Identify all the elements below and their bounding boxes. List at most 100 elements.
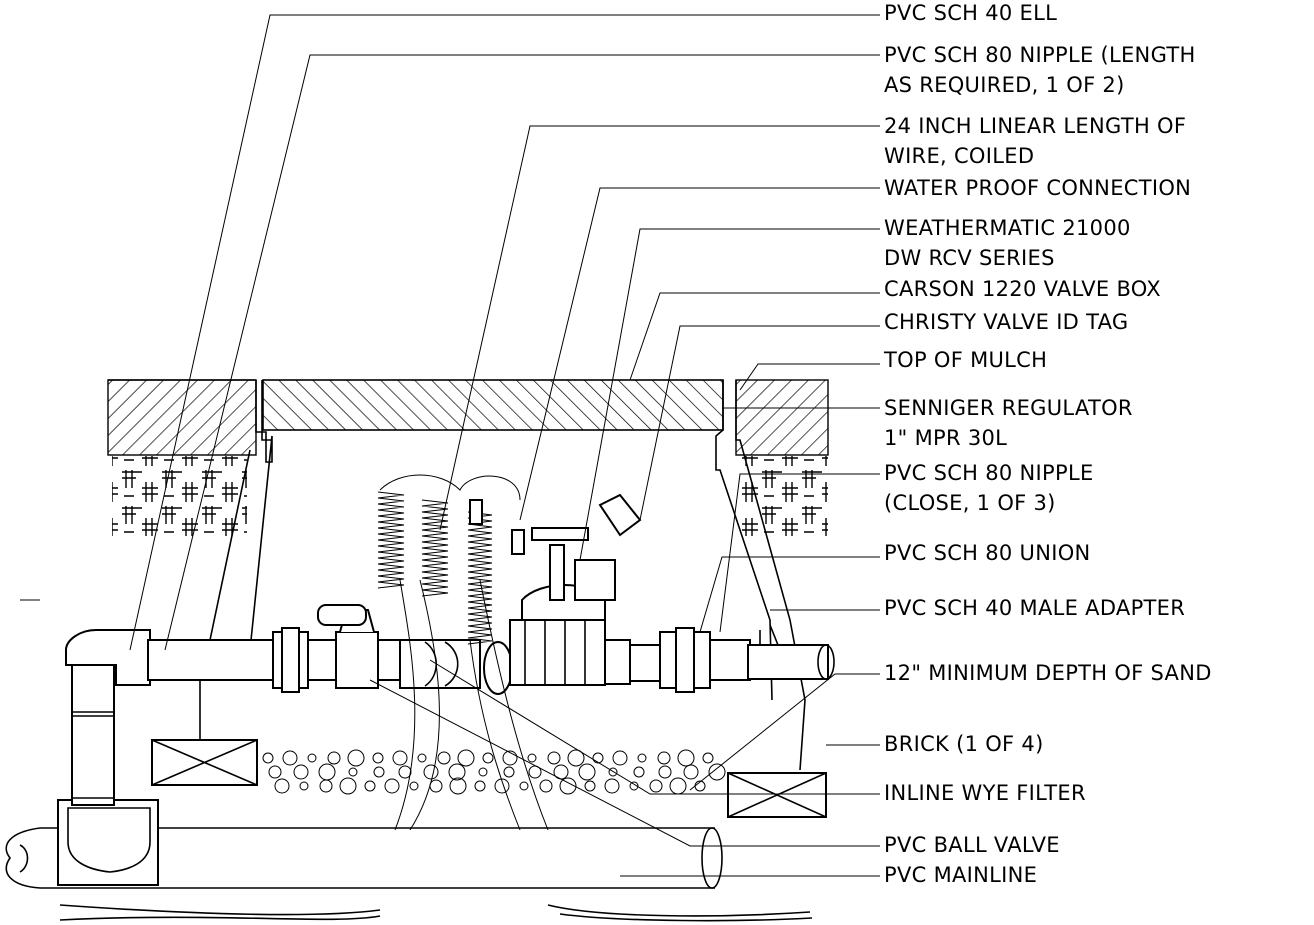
callout-label: PVC SCH 40 MALE ADAPTER xyxy=(884,596,1185,620)
valve-box xyxy=(199,379,806,771)
gravel-stone xyxy=(307,753,317,763)
callout-label: PVC SCH 80 NIPPLE (LENGTH xyxy=(884,43,1196,67)
callout-leader xyxy=(639,325,880,521)
gravel-stone xyxy=(592,752,604,764)
gravel-stone xyxy=(657,751,671,765)
callout-label: BRICK (1 OF 4) xyxy=(884,732,1044,756)
gravel-stone xyxy=(708,763,726,781)
callout-label: INLINE WYE FILTER xyxy=(884,781,1086,805)
callout-label: PVC SCH 40 ELL xyxy=(884,1,1057,25)
gravel-stone xyxy=(262,752,274,764)
gravel-stone xyxy=(629,781,639,791)
gravel-stone xyxy=(384,778,400,794)
gravel-stone xyxy=(318,763,336,781)
gravel-stone xyxy=(527,753,537,763)
callout-leader xyxy=(129,14,880,651)
gravel-stone xyxy=(502,750,518,766)
gravel-stone xyxy=(364,780,376,792)
callout-label: PVC SCH 80 NIPPLE xyxy=(884,461,1094,485)
gravel-stone xyxy=(702,752,714,764)
gravel-stone xyxy=(429,779,443,793)
callout-label: 24 INCH LINEAR LENGTH OF xyxy=(884,114,1186,138)
gravel-stone xyxy=(274,778,290,794)
callout-label: DW RCV SERIES xyxy=(884,246,1055,270)
gravel-stone xyxy=(319,779,333,793)
gravel-stone xyxy=(347,749,365,767)
callout-group: PVC SCH 40 ELL PVC SCH 80 NIPPLE (LENGTH A… xyxy=(129,1,1212,887)
brick-left xyxy=(151,739,258,786)
gravel-stone xyxy=(457,749,475,767)
coiled-wires xyxy=(377,474,642,831)
callout-leader xyxy=(689,673,880,791)
gravel-stone xyxy=(348,767,358,777)
gravel-stone xyxy=(423,764,439,780)
gravel-stone xyxy=(478,767,488,777)
gravel-stone xyxy=(608,767,618,777)
gravel-stone xyxy=(339,777,357,795)
callout-leader xyxy=(699,556,880,633)
gravel-stone xyxy=(503,766,515,778)
callout-leader xyxy=(164,54,880,651)
callout-label: 12" MINIMUM DEPTH OF SAND xyxy=(884,661,1212,685)
callout-label: WEATHERMATIC 21000 xyxy=(884,216,1131,240)
callout-leader xyxy=(429,659,880,795)
gravel-stone xyxy=(584,780,596,792)
gravel-stone xyxy=(683,764,699,780)
gravel-stone xyxy=(449,777,467,795)
callout-leader xyxy=(369,679,880,847)
gravel-stone xyxy=(448,763,466,781)
pvc-mainline xyxy=(5,599,813,922)
callout-label: TOP OF MULCH xyxy=(883,348,1047,372)
soil-left xyxy=(112,456,247,536)
callout-label: SENNIGER REGULATOR xyxy=(884,396,1133,420)
brick-right xyxy=(727,772,827,818)
gravel-stone xyxy=(604,778,620,794)
gravel-bed xyxy=(262,749,726,795)
gravel-stone xyxy=(373,766,385,778)
callout-leader xyxy=(579,228,880,561)
gravel-stone xyxy=(519,781,529,791)
callout-leader xyxy=(739,363,880,391)
gravel-stone xyxy=(392,750,408,766)
gravel-stone xyxy=(474,780,486,792)
callout-label: PVC MAINLINE xyxy=(884,863,1037,887)
gravel-stone xyxy=(637,753,647,763)
gravel-stone xyxy=(567,749,585,767)
gravel-stone xyxy=(398,765,412,779)
gravel-stone xyxy=(633,766,645,778)
gravel-stone xyxy=(437,751,451,765)
callout-label: AS REQUIRED, 1 OF 2) xyxy=(884,73,1125,97)
gravel-stone xyxy=(612,750,628,766)
gravel-stone xyxy=(482,752,494,764)
callout-label: PVC BALL VALVE xyxy=(884,833,1060,857)
gravel-stone xyxy=(539,779,553,793)
callout-label: WATER PROOF CONNECTION xyxy=(884,176,1191,200)
gravel-stone xyxy=(293,764,309,780)
callout-leader xyxy=(439,125,880,531)
callout-label: PVC SCH 80 UNION xyxy=(884,541,1091,565)
gravel-stone xyxy=(409,781,419,791)
gravel-stone xyxy=(282,750,298,766)
gravel-stone xyxy=(677,749,695,767)
gravel-stone xyxy=(547,751,561,765)
callout-label: 1" MPR 30L xyxy=(884,426,1007,450)
gravel-stone xyxy=(578,763,596,781)
callout-label: (CLOSE, 1 OF 3) xyxy=(884,491,1056,515)
gravel-stone xyxy=(417,753,427,763)
gravel-stone xyxy=(658,765,672,779)
pvc-riser-ell xyxy=(65,629,151,806)
callout-leader xyxy=(519,187,880,521)
lateral-pipe-assembly xyxy=(147,527,835,695)
callout-label: CHRISTY VALVE ID TAG xyxy=(884,310,1129,334)
gravel-stone xyxy=(649,779,663,793)
gravel-stone xyxy=(494,778,510,794)
gravel-stone xyxy=(299,781,309,791)
callout-label: CARSON 1220 VALVE BOX xyxy=(884,277,1161,301)
callout-leader xyxy=(719,473,880,633)
mulch-layer-left xyxy=(107,379,257,456)
callout-leader xyxy=(629,292,880,381)
gravel-stone xyxy=(372,752,384,764)
gravel-stone xyxy=(669,777,687,795)
gravel-stone xyxy=(327,751,341,765)
